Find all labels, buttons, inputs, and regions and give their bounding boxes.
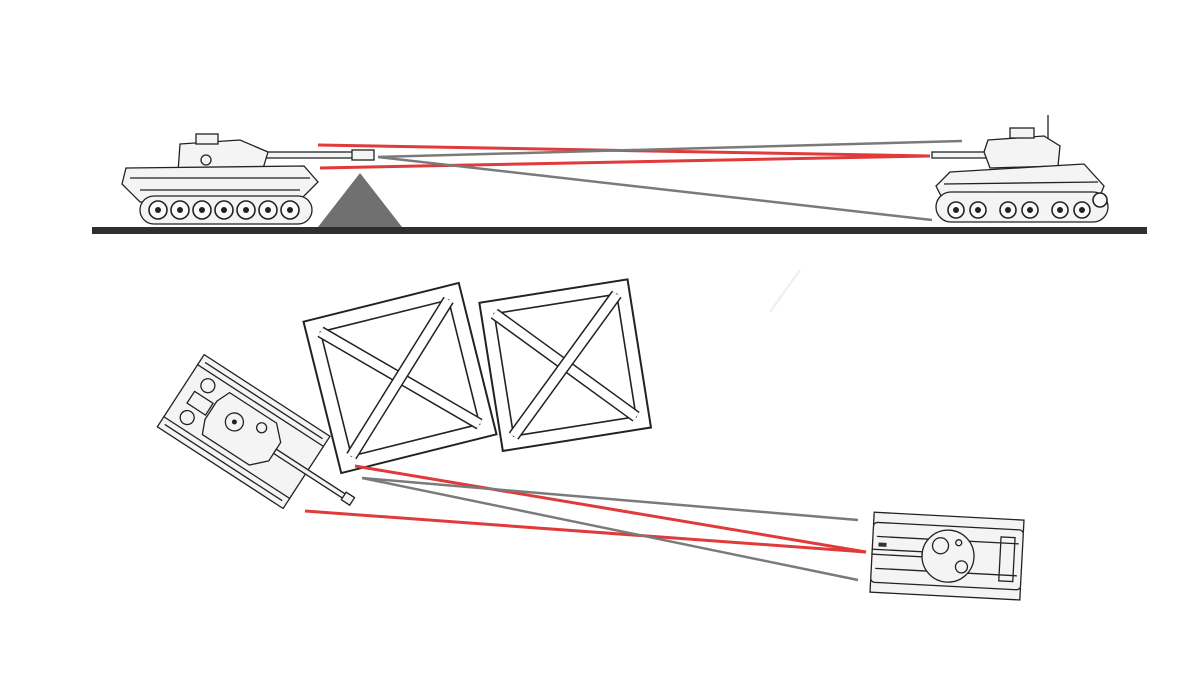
top-red-line-lower [304, 509, 867, 554]
top-red-line-upper [354, 464, 867, 554]
panther-tank-side-icon [121, 133, 375, 225]
side-gray-line-upper [377, 139, 963, 159]
crate-icon [478, 278, 653, 453]
top-gray-line-lower [361, 476, 859, 582]
obstacle-triangle [318, 173, 402, 227]
panther-tank-top-icon [156, 353, 356, 510]
side-gray-line-lower [377, 155, 933, 222]
side-view [92, 115, 1147, 234]
faint-mark [769, 269, 801, 313]
sherman-tank-side-icon [931, 115, 1109, 223]
ground-line [92, 227, 1147, 234]
top-view [156, 269, 1025, 601]
crate-icon [302, 281, 498, 475]
sherman-tank-top-icon [869, 511, 1025, 601]
side-red-line-lower [319, 154, 931, 170]
top-gray-line-upper [361, 476, 859, 522]
